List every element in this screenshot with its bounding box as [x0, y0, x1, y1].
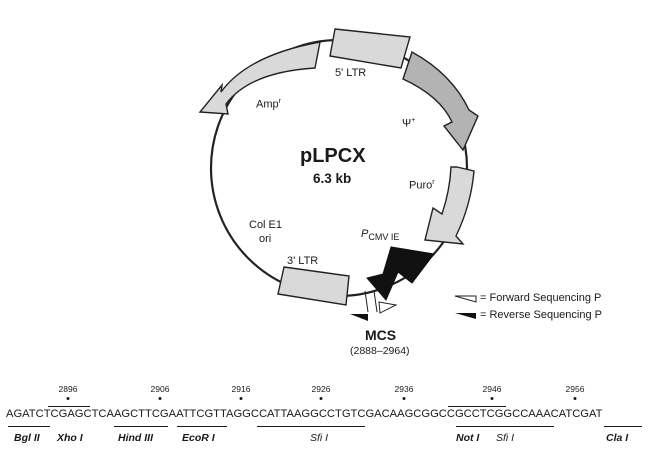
mcs-sequence: AGATCTCGAGCTCAAGCTTCGAATTCGTTAGGCCATTAAG… — [6, 408, 603, 420]
enzyme-eco: EcoR I — [182, 432, 215, 444]
mcs-tick-1 — [364, 290, 369, 313]
segment-pcmv — [366, 246, 435, 301]
enzyme-hind: Hind III — [118, 432, 153, 444]
label-pcmv: PCMV IE — [361, 229, 399, 242]
seq-pos-2946: 2946 — [482, 384, 502, 394]
seq-pos-2906: 2906 — [150, 384, 170, 394]
underline-bgl — [8, 426, 50, 427]
label-puro-main: Puro — [409, 179, 433, 192]
legend-reverse: = Reverse Sequencing P — [480, 309, 602, 321]
label-col-ori: ori — [259, 233, 272, 245]
label-psi-sup: + — [411, 117, 416, 124]
underline-cla — [604, 426, 642, 427]
enzyme-bgl: Bgl II — [14, 432, 40, 444]
underline-sfi1 — [257, 426, 365, 427]
overline-xho — [48, 406, 90, 407]
seq-dot-2946 — [490, 397, 494, 400]
seq-dot-2956 — [573, 397, 577, 400]
segment-5ltr — [329, 28, 411, 69]
plasmid-name: pLPCX — [300, 145, 366, 167]
segment-amp — [198, 41, 321, 115]
legend-forward: = Forward Sequencing P — [480, 292, 602, 304]
label-pcmv-sub: CMV IE — [368, 232, 400, 243]
label-amp-main: Amp — [256, 98, 279, 111]
legend-reverse-marker — [455, 313, 476, 319]
plasmid-size: 6.3 kb — [313, 171, 352, 186]
seq-dot-2906 — [158, 397, 162, 400]
enzyme-xho: Xho I — [57, 432, 83, 444]
seq-pos-2926: 2926 — [311, 384, 331, 394]
label-psi: Ψ+ — [402, 117, 415, 130]
mcs-primer-open — [378, 301, 398, 314]
underline-eco — [177, 426, 227, 427]
label-puro: Puror — [409, 179, 435, 192]
mcs-range: (2888–2964) — [350, 345, 410, 357]
label-amp: Ampr — [256, 98, 281, 111]
seq-pos-2916: 2916 — [231, 384, 251, 394]
underline-hind — [114, 426, 168, 427]
mcs-primer-filled — [350, 314, 368, 321]
segment-puro — [424, 166, 475, 245]
overline-not — [448, 406, 506, 407]
seq-pos-2936: 2936 — [394, 384, 414, 394]
label-col-e1: Col E1 — [249, 219, 283, 231]
label-pcmv-p: P — [361, 228, 369, 240]
segment-psi — [402, 50, 479, 152]
enzyme-sfi2: Sfi I — [496, 432, 515, 444]
seq-dot-2926 — [319, 397, 323, 400]
legend-forward-marker — [454, 295, 477, 303]
label-puro-sup: r — [432, 179, 435, 186]
mcs-label: MCS — [365, 327, 397, 343]
seq-pos-2896: 2896 — [58, 384, 78, 394]
seq-dot-2896 — [66, 397, 70, 400]
seq-pos-2956: 2956 — [565, 384, 585, 394]
seq-dot-2916 — [239, 397, 243, 400]
mcs-tick-2 — [373, 290, 378, 313]
enzyme-sfi1: Sfi I — [310, 432, 329, 444]
enzyme-cla: Cla I — [606, 432, 629, 444]
label-3ltr: 3' LTR — [287, 255, 319, 267]
label-5ltr: 5' LTR — [335, 67, 367, 79]
label-psi-main: Ψ — [402, 117, 412, 130]
segment-3ltr — [277, 266, 350, 306]
label-amp-sup: r — [278, 98, 281, 105]
seq-dot-2936 — [402, 397, 406, 400]
enzyme-not: Not I — [456, 432, 480, 444]
underline-sfi2 — [456, 426, 554, 427]
